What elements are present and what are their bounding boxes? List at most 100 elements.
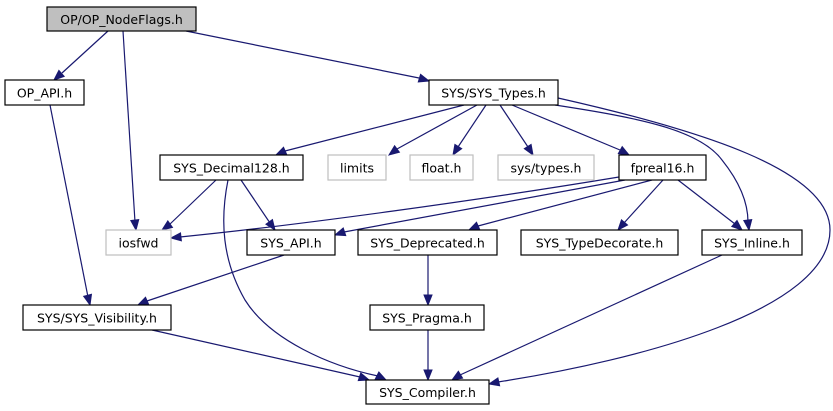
- arrowhead-icon: [274, 146, 288, 156]
- node-label: fpreal16.h: [631, 161, 695, 176]
- edge-sys_types-to-limits: [387, 104, 478, 156]
- node-label: SYS_Deprecated.h: [370, 236, 485, 251]
- node-box[interactable]: [327, 154, 387, 181]
- edge-sys_visibility-to-sys_compiler: [151, 329, 371, 382]
- edge-line: [146, 254, 285, 302]
- edge-line: [168, 179, 217, 226]
- node-box[interactable]: [357, 229, 498, 256]
- node-op_api[interactable]: OP_API.h: [4, 79, 85, 106]
- arrowhead-icon: [52, 69, 66, 81]
- edge-op_api-to-sys_visibility: [49, 104, 93, 307]
- node-box[interactable]: [365, 379, 490, 405]
- edge-sys_types-to-float_h: [452, 104, 487, 157]
- node-label: limits: [340, 161, 374, 176]
- arrowhead-icon: [450, 370, 464, 381]
- node-box[interactable]: [46, 6, 197, 32]
- node-fpreal16[interactable]: fpreal16.h: [618, 154, 707, 181]
- arrowhead-icon: [169, 232, 182, 242]
- arrowhead-icon: [452, 143, 463, 157]
- edge-line: [151, 329, 361, 378]
- node-limits[interactable]: limits: [327, 154, 387, 181]
- edge-line: [122, 30, 136, 223]
- edge-line: [677, 179, 736, 225]
- arrowhead-icon: [160, 220, 174, 231]
- arrowhead-icon: [423, 294, 433, 307]
- arrowhead-icon: [82, 293, 93, 307]
- edge-line: [497, 97, 831, 383]
- arrowhead-icon: [265, 218, 276, 232]
- arrowhead-icon: [467, 221, 481, 231]
- edge-sys_types-to-fpreal16: [511, 104, 631, 156]
- node-sys_compiler[interactable]: SYS_Compiler.h: [365, 379, 490, 405]
- edge-line: [554, 104, 749, 223]
- edge-op_nodeflags-to-op_api: [52, 30, 109, 81]
- node-box[interactable]: [409, 154, 474, 181]
- edge-line: [457, 104, 487, 148]
- edge-sys_types-to-sys_decimal128: [274, 104, 465, 156]
- node-label: OP_API.h: [17, 86, 72, 101]
- edge-sys_inline-to-sys_compiler: [450, 254, 723, 381]
- node-label: sys/types.h: [511, 161, 582, 176]
- node-label: SYS_Compiler.h: [379, 385, 476, 400]
- edge-fpreal16-to-sys_deprecated: [467, 179, 653, 231]
- edge-op_nodeflags-to-iosfwd: [122, 30, 140, 232]
- edge-line: [343, 179, 626, 233]
- node-sys_api[interactable]: SYS_API.h: [246, 229, 336, 256]
- node-sys_inline[interactable]: SYS_Inline.h: [701, 229, 803, 256]
- node-label: SYS/SYS_Visibility.h: [37, 311, 157, 326]
- node-sys_typedecorate[interactable]: SYS_TypeDecorate.h: [520, 229, 679, 256]
- node-label: iosfwd: [119, 236, 159, 251]
- arrowhead-icon: [730, 219, 744, 231]
- node-box[interactable]: [4, 79, 85, 106]
- node-sys_decimal128[interactable]: SYS_Decimal128.h: [159, 154, 304, 181]
- node-box[interactable]: [520, 229, 679, 256]
- node-op_nodeflags[interactable]: OP/OP_NodeFlags.h: [46, 6, 197, 32]
- edge-line: [49, 104, 89, 298]
- edge-fpreal16-to-sys_api: [333, 179, 626, 237]
- node-sys_pragma[interactable]: SYS_Pragma.h: [369, 304, 485, 331]
- node-iosfwd[interactable]: iosfwd: [105, 229, 172, 256]
- node-box[interactable]: [618, 154, 707, 181]
- node-label: SYS_Pragma.h: [382, 311, 472, 326]
- node-box[interactable]: [369, 304, 485, 331]
- node-box[interactable]: [105, 229, 172, 256]
- arrowhead-icon: [136, 296, 150, 306]
- edge-fpreal16-to-sys_inline: [677, 179, 744, 231]
- node-box[interactable]: [428, 79, 559, 106]
- edge-line: [185, 30, 420, 79]
- arrowhead-icon: [417, 73, 431, 83]
- edge-sys_types-to-sys_types_h: [499, 104, 534, 157]
- edge-line: [459, 254, 723, 376]
- node-sys_visibility[interactable]: SYS/SYS_Visibility.h: [22, 304, 172, 331]
- arrowhead-icon: [487, 377, 501, 387]
- arrowhead-icon: [617, 218, 629, 232]
- node-sys_types_h[interactable]: sys/types.h: [497, 154, 595, 181]
- edge-fpreal16-to-iosfwd: [169, 176, 620, 242]
- arrowhead-icon: [357, 372, 371, 382]
- node-box[interactable]: [22, 304, 172, 331]
- node-float_h[interactable]: float.h: [409, 154, 474, 181]
- node-label: float.h: [422, 161, 462, 176]
- edge-line: [223, 179, 379, 377]
- node-box[interactable]: [159, 154, 304, 181]
- node-box[interactable]: [246, 229, 336, 256]
- edge-fpreal16-to-sys_typedecorate: [617, 179, 664, 232]
- edge-sys_types-to-sys_inline: [554, 104, 753, 232]
- edge-op_nodeflags-to-sys_types: [185, 30, 431, 83]
- edge-sys_types-to-sys_compiler: [487, 97, 831, 387]
- edge-line: [240, 179, 271, 224]
- edge-line: [284, 104, 465, 152]
- node-label: SYS_Inline.h: [714, 236, 790, 251]
- edge-sys_api-to-sys_visibility: [136, 254, 285, 306]
- node-sys_types[interactable]: SYS/SYS_Types.h: [428, 79, 559, 106]
- node-box[interactable]: [497, 154, 595, 181]
- arrowhead-icon: [333, 227, 347, 237]
- node-sys_deprecated[interactable]: SYS_Deprecated.h: [357, 229, 498, 256]
- node-box[interactable]: [701, 229, 803, 256]
- edge-sys_decimal128-to-sys_api: [240, 179, 276, 232]
- edge-line: [179, 176, 620, 238]
- edge-line: [61, 30, 109, 74]
- edge-line: [396, 104, 478, 150]
- arrowhead-icon: [374, 371, 388, 381]
